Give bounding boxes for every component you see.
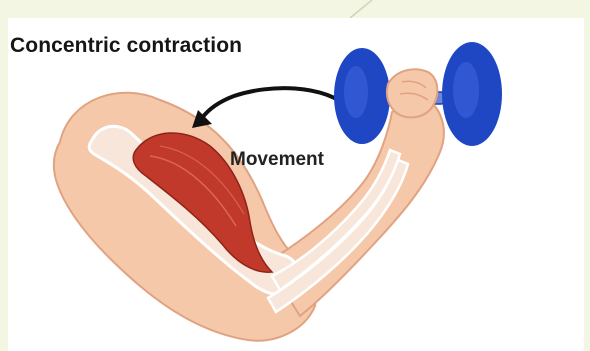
diagram-title: Concentric contraction: [10, 34, 242, 58]
movement-label: Movement: [230, 149, 324, 171]
curved-arrow-icon: [202, 88, 350, 118]
